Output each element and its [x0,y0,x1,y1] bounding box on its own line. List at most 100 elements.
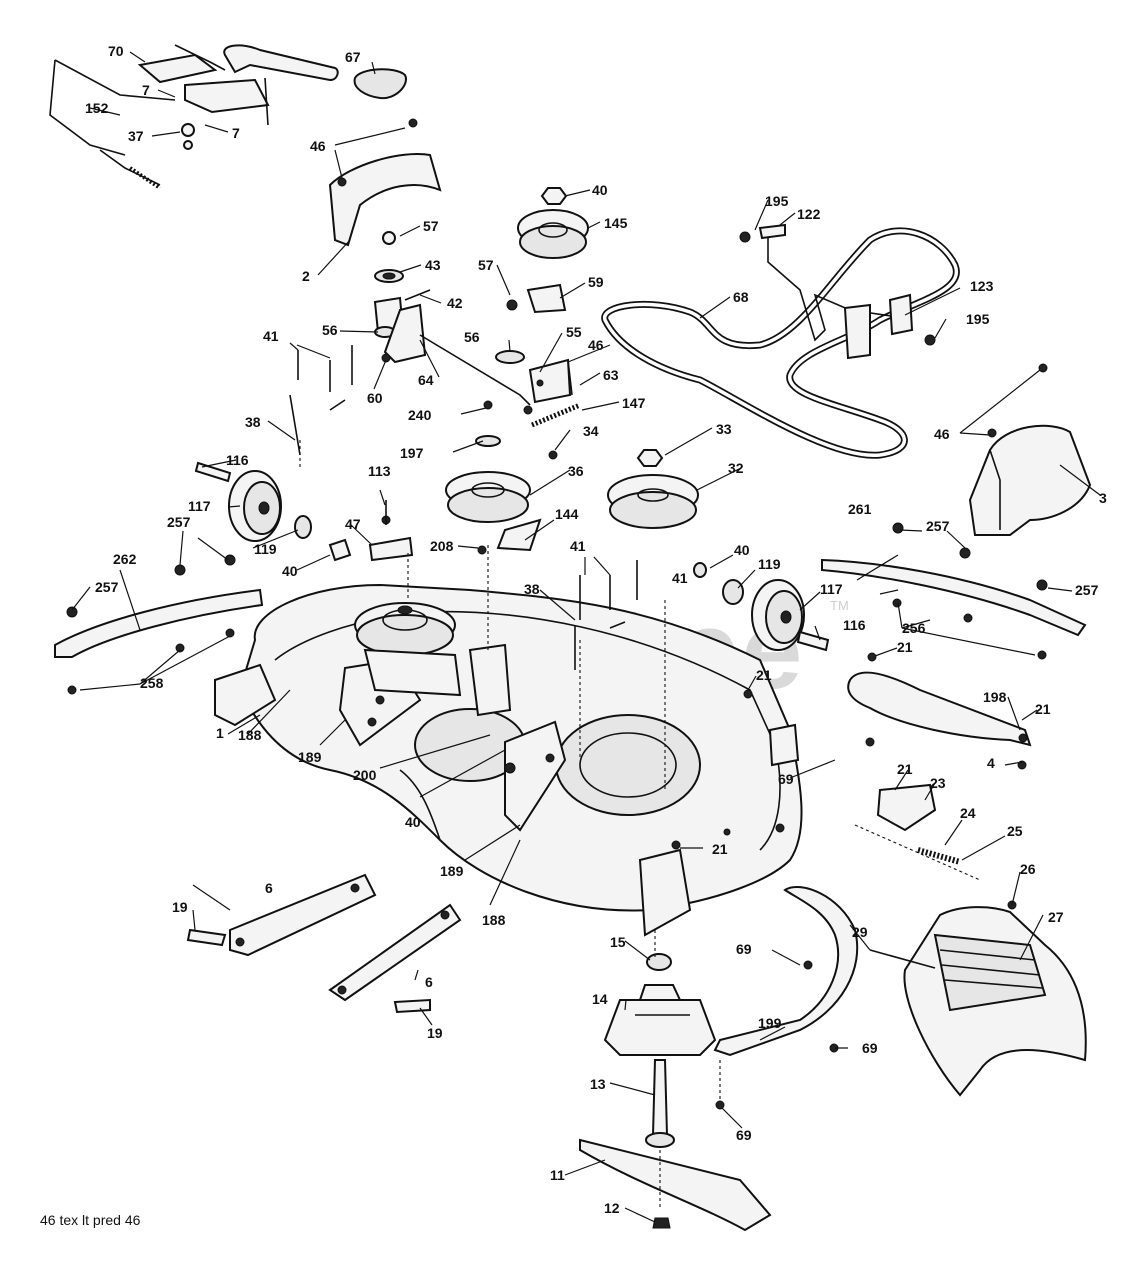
callout-119: 119 [254,541,277,557]
callout-27: 27 [1048,909,1064,925]
front-baffle [713,885,936,1110]
deck-hanger-arm [847,652,1032,770]
idler-assembly [373,187,589,555]
callout-64: 64 [418,372,434,388]
callout-46: 46 [310,138,326,154]
callout-43: 43 [425,257,441,273]
callout-70: 70 [108,43,124,59]
callout-261: 261 [848,501,872,517]
callout-189: 189 [440,863,464,879]
callout-57: 57 [423,218,439,234]
callout-11: 11 [550,1167,565,1183]
callout-145: 145 [604,215,628,231]
callout-21: 21 [756,667,772,683]
callout-25: 25 [1007,823,1023,839]
callout-19: 19 [172,899,188,915]
callout-67: 67 [345,49,361,65]
left-gauge-wheel [194,461,414,562]
callout-240: 240 [408,407,432,423]
callout-200: 200 [353,767,377,783]
callout-labels: 70 67 7 7 152 37 46 2 40 145 57 43 42 57… [85,43,1107,1216]
callout-257: 257 [1075,582,1099,598]
callout-116: 116 [226,452,249,468]
callout-15: 15 [610,934,626,950]
callout-117: 117 [188,498,211,514]
callout-113: 113 [368,463,391,479]
callout-116: 116 [843,617,866,633]
callout-69: 69 [736,941,752,957]
callout-14: 14 [592,991,608,1007]
right-stabilizer-bar [821,522,1087,660]
deck-brackets [186,873,462,1014]
callout-21: 21 [897,639,913,655]
callout-208: 208 [430,538,454,554]
callout-40: 40 [734,542,750,558]
callout-6: 6 [425,974,433,990]
callout-123: 123 [970,278,994,294]
callout-256: 256 [902,620,926,636]
callout-122: 122 [797,206,821,222]
callout-69: 69 [862,1040,878,1056]
leader-lines [71,0,1145,1223]
callout-56: 56 [464,329,480,345]
callout-69: 69 [778,771,794,787]
callout-29: 29 [852,924,868,940]
callout-47: 47 [345,516,361,532]
callout-55: 55 [566,324,582,340]
callout-119: 119 [758,556,781,572]
callout-195: 195 [765,193,789,209]
callout-59: 59 [588,274,604,290]
callout-21: 21 [712,841,728,857]
callout-152: 152 [85,100,109,116]
callout-4: 4 [987,755,995,771]
callout-19: 19 [427,1025,443,1041]
callout-37: 37 [128,128,144,144]
callout-41: 41 [672,570,688,586]
callout-257: 257 [167,514,191,530]
callout-197: 197 [400,445,424,461]
spring-bracket [854,783,981,881]
callout-262: 262 [113,551,137,567]
callout-199: 199 [758,1015,782,1031]
callout-56: 56 [322,322,338,338]
callout-24: 24 [960,805,976,821]
callout-198: 198 [983,689,1007,705]
belt-keeper-rod [739,223,936,360]
callout-6: 6 [265,880,273,896]
callout-41: 41 [570,538,586,554]
mower-deck-shell [214,583,803,937]
callout-21: 21 [1035,701,1051,717]
callout-2: 2 [302,268,310,284]
callout-21: 21 [897,761,913,777]
callout-258: 258 [140,675,164,691]
callout-188: 188 [482,912,506,928]
callout-63: 63 [603,367,619,383]
callout-34: 34 [583,423,599,439]
left-stabilizer-bar [54,554,264,695]
callout-257: 257 [926,518,950,534]
callout-38: 38 [245,414,261,430]
diagram-code: 46 tex lt pred 46 [40,1212,141,1228]
spindle-assembly [579,953,772,1232]
watermark-tm: TM [830,598,849,613]
callout-46: 46 [934,426,950,442]
callout-33: 33 [716,421,732,437]
callout-26: 26 [1020,861,1036,877]
callout-68: 68 [733,289,749,305]
callout-23: 23 [930,775,946,791]
callout-12: 12 [604,1200,620,1216]
callout-46: 46 [588,337,604,353]
lift-linkage [49,44,407,190]
callout-13: 13 [590,1076,606,1092]
callout-7: 7 [232,125,240,141]
callout-117: 117 [820,581,843,597]
discharge-chute [903,900,1087,1097]
callout-40: 40 [592,182,608,198]
callout-36: 36 [568,463,584,479]
callout-60: 60 [367,390,383,406]
callout-3: 3 [1099,490,1107,506]
callout-195: 195 [966,311,990,327]
hardware-bolts [289,345,721,1210]
